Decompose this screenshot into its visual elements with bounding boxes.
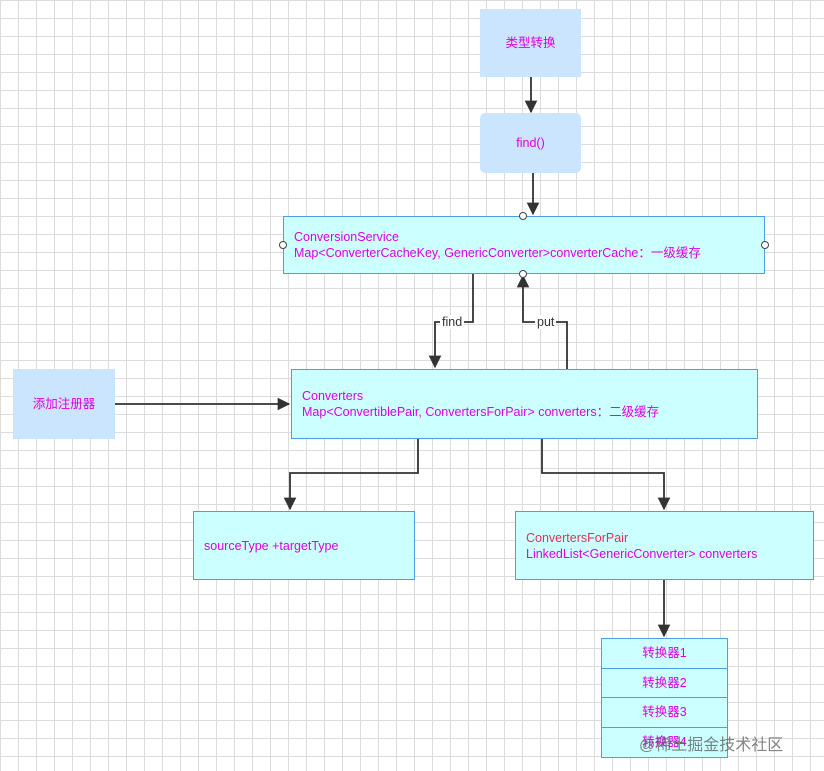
- converters-for-pair-title: ConvertersForPair: [526, 530, 629, 545]
- converter-item: 转换器1: [602, 639, 727, 669]
- converter-item: 转换器3: [602, 698, 727, 728]
- converters-node: Converters Map<ConvertiblePair, Converte…: [291, 369, 758, 439]
- conversion-service-node: ConversionService Map<ConverterCacheKey,…: [283, 216, 765, 274]
- source-target-label: sourceType +targetType: [204, 538, 339, 553]
- add-registrar-node: 添加注册器: [13, 369, 115, 439]
- converter-list: 转换器1 转换器2 转换器3 转换器4: [601, 638, 728, 758]
- type-conversion-label: 类型转换: [505, 36, 556, 50]
- watermark: @稀土掘金技术社区: [639, 737, 784, 754]
- find-call-node: find(): [480, 113, 581, 173]
- converter-item: 转换器2: [602, 669, 727, 698]
- add-registrar-label: 添加注册器: [32, 397, 96, 411]
- source-target-node: sourceType +targetType: [193, 511, 415, 580]
- connection-port: [761, 241, 769, 249]
- conversion-service-title: ConversionService: [294, 230, 399, 244]
- converters-detail: Map<ConvertiblePair, ConvertersForPair> …: [302, 405, 660, 419]
- connection-port: [279, 241, 287, 249]
- edge-converters-to-pair: [541, 439, 671, 511]
- converters-for-pair-detail: LinkedList<GenericConverter> converters: [526, 546, 758, 561]
- converter-item: 转换器4: [642, 734, 687, 749]
- edge-label-put: put: [535, 315, 557, 329]
- converters-for-pair-node: ConvertersForPair LinkedList<GenericConv…: [515, 511, 814, 580]
- connection-port: [519, 270, 527, 278]
- type-conversion-node: 类型转换: [480, 9, 581, 77]
- connection-port: [519, 212, 527, 220]
- converters-title: Converters: [302, 389, 364, 403]
- edge-converters-to-source-target: [283, 439, 419, 511]
- find-call-label: find(): [516, 136, 545, 150]
- edge-label-find: find: [440, 315, 465, 329]
- conversion-service-detail: Map<ConverterCacheKey, GenericConverter>…: [294, 246, 701, 260]
